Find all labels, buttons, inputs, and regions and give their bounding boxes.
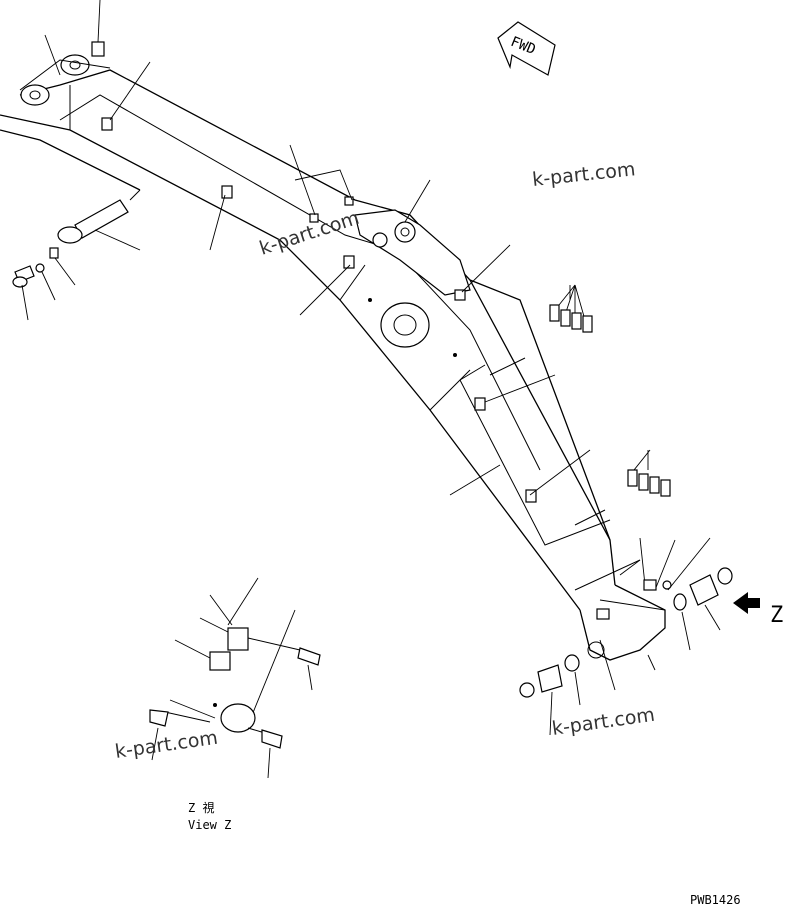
view-mark: Z [770, 603, 783, 628]
watermark: k-part.com [114, 727, 220, 763]
clip-group-lower [627, 449, 671, 497]
watermark: k-part.com [551, 704, 657, 740]
watermark: k-part.com [531, 158, 636, 191]
clip-group-upper [549, 284, 593, 333]
view-caption-en: View Z [188, 818, 231, 832]
view-z-detail [149, 577, 321, 779]
view-caption-jp: Z 視 [188, 800, 214, 815]
leader-lines [44, 0, 711, 691]
arrow-left-icon [733, 592, 760, 614]
pin-assembly [12, 199, 141, 321]
drawing-number: PWB1426 [690, 893, 741, 907]
tip-fittings [519, 567, 733, 736]
boom-arm [0, 41, 666, 661]
fwd-arrow: FWD [497, 21, 556, 76]
view-z-marker: Z [733, 592, 783, 628]
